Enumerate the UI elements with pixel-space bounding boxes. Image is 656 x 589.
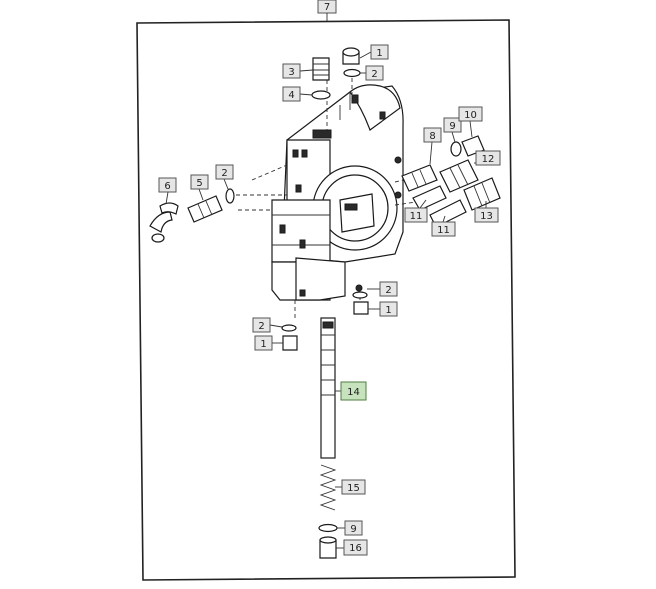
svg-text:13: 13 [480,211,493,222]
svg-text:5: 5 [196,178,202,189]
svg-text:2: 2 [221,168,227,179]
hose-fitting-left [149,188,235,243]
svg-text:4: 4 [288,90,294,101]
callout-8[interactable]: 8 [423,127,442,165]
callout-12[interactable]: 12 [474,150,501,166]
svg-text:15: 15 [347,483,360,494]
plug-lower-right [352,291,369,315]
valve-housing [271,84,404,301]
svg-text:2: 2 [385,285,391,296]
svg-text:1: 1 [376,48,382,59]
svg-text:14: 14 [347,387,360,398]
svg-text:2: 2 [258,321,264,332]
callout-1-lower-right[interactable]: 1 [368,301,398,317]
fitting-top-left [311,57,331,100]
spool [320,317,336,459]
callout-16[interactable]: 16 [336,539,368,556]
callout-2-lower-left[interactable]: 2 [252,317,283,333]
callout-11-upper[interactable]: 11 [404,199,428,223]
assembly-frame [136,19,516,581]
svg-text:11: 11 [437,225,450,236]
spring [319,464,337,511]
callout-6[interactable]: 6 [158,177,177,205]
callout-11-lower[interactable]: 11 [431,215,456,237]
svg-text:11: 11 [410,211,423,222]
callout-13[interactable]: 13 [474,201,499,223]
callout-2-lower-right[interactable]: 2 [367,281,398,297]
callout-14[interactable]: 14 [335,381,367,401]
callout-15[interactable]: 15 [335,479,366,495]
svg-text:1: 1 [385,305,391,316]
svg-text:1: 1 [260,339,266,350]
callout-3[interactable]: 3 [282,63,314,79]
svg-text:9: 9 [350,524,356,535]
svg-text:8: 8 [429,131,435,142]
svg-text:16: 16 [349,543,362,554]
callout-9-bottom[interactable]: 9 [337,520,363,536]
svg-text:12: 12 [482,154,495,165]
callout-2-top[interactable]: 2 [360,65,384,81]
callout-1-top[interactable]: 1 [359,44,389,60]
svg-text:3: 3 [288,67,294,78]
callout-7[interactable]: 7 [317,0,337,14]
plug-top [342,47,361,78]
svg-text:6: 6 [164,181,170,192]
callout-2-left[interactable]: 2 [215,164,234,190]
svg-text:9: 9 [449,121,455,132]
callout-10[interactable]: 10 [458,106,483,138]
svg-text:2: 2 [371,69,377,80]
plug-bottom [318,523,338,559]
callout-1-lower-left[interactable]: 1 [254,335,283,351]
callout-7-label: 7 [324,2,330,13]
callout-4[interactable]: 4 [282,86,313,102]
callout-5[interactable]: 5 [190,174,209,201]
callout-9-right[interactable]: 9 [443,117,462,143]
plug-lower-left [281,324,298,351]
svg-text:10: 10 [464,110,477,121]
